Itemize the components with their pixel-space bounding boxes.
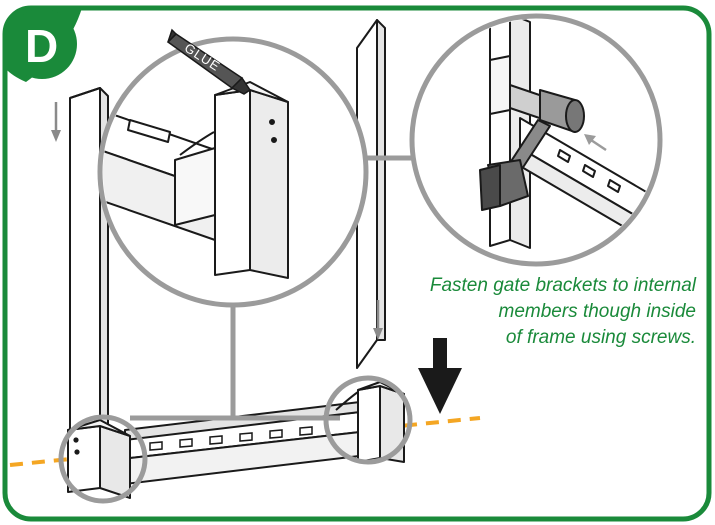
- down-arrow-icon: [51, 102, 61, 142]
- panel-border: [2, 5, 712, 522]
- big-down-arrow-icon: [418, 338, 462, 414]
- right-corner-callout: [323, 375, 413, 465]
- center-post: [356, 19, 386, 369]
- screw-detail-callout: [409, 13, 663, 267]
- instruction-line-3: of frame using screws.: [506, 327, 696, 348]
- down-arrow-icon: [373, 300, 383, 340]
- glue-bottle-icon: [166, 28, 252, 95]
- instruction-line-1: Fasten gate brackets to internal: [430, 275, 697, 296]
- left-corner-callout: [58, 414, 148, 504]
- callout-connectors: [130, 155, 415, 421]
- press-arrow-icon: [584, 134, 607, 152]
- left-corner-block: [67, 419, 131, 499]
- step-letter: D: [25, 20, 58, 72]
- right-corner-block: [335, 381, 405, 463]
- instruction: Fasten gate brackets to internal members…: [430, 275, 697, 348]
- rail-slots: [149, 426, 313, 451]
- step-badge: D: [5, 8, 82, 82]
- instruction-line-2: members though inside: [499, 301, 697, 322]
- glue-detail-callout: [97, 36, 369, 308]
